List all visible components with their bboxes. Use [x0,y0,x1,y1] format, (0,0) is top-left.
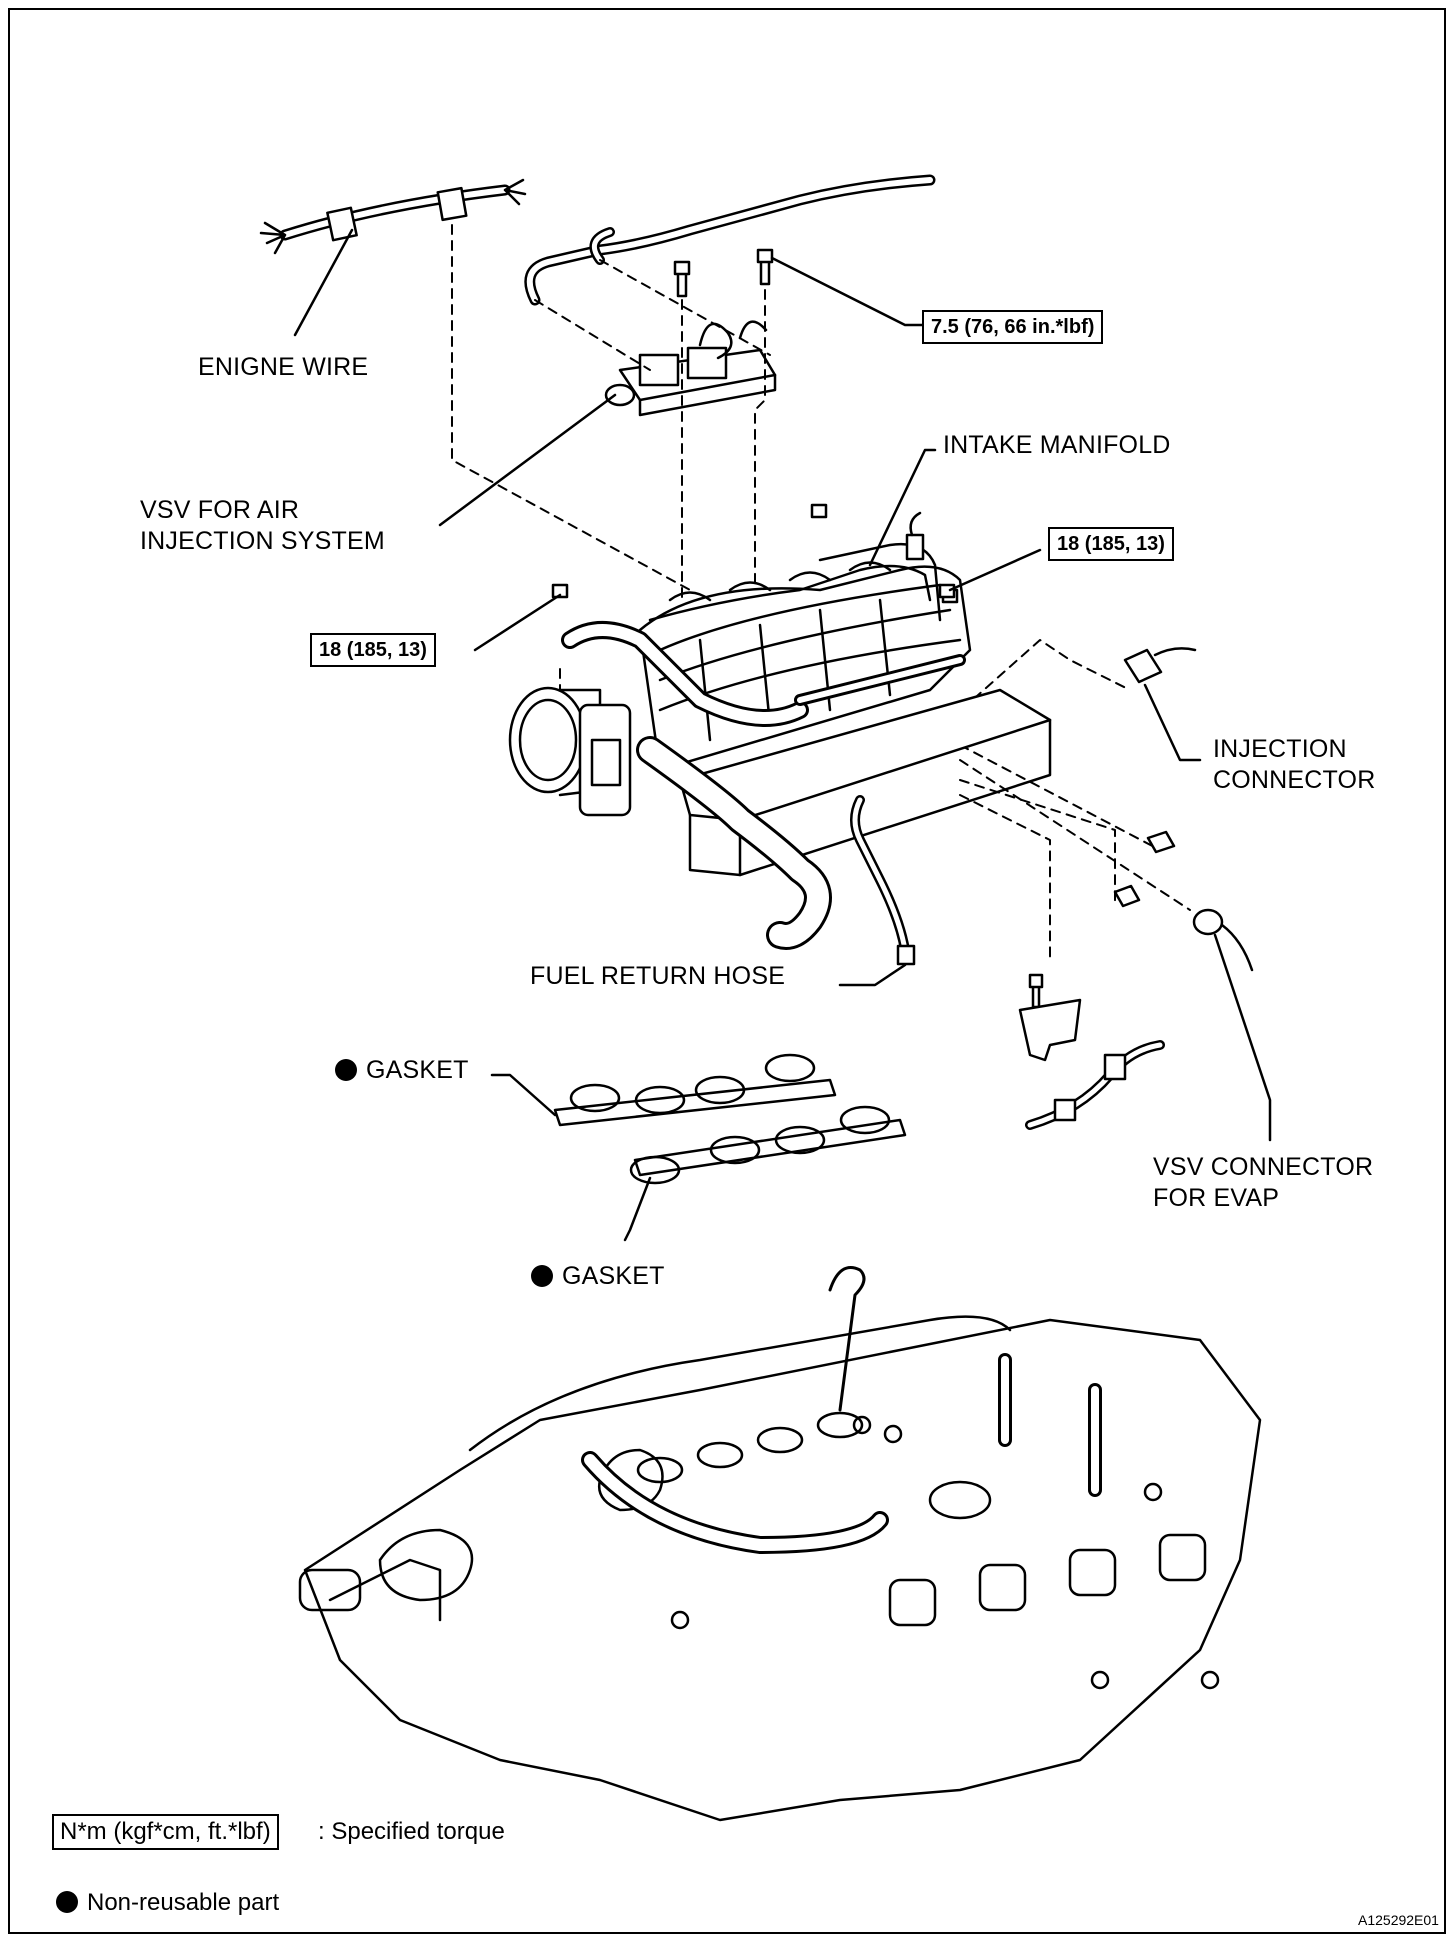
legend-torque-description: : Specified torque [318,1818,505,1845]
vsv-air-leader [438,393,617,527]
diagram-frame [8,8,1446,1934]
vsv-evap-label-line2: FOR EVAP [1153,1184,1280,1212]
manifold-right-torque-box: 18 (185, 13) [1048,527,1174,561]
non-reusable-dot-icon [531,1265,553,1287]
intake-manifold [508,503,1052,950]
upper-gasket-label: GASKET [335,1054,469,1086]
vsv-bolt-leader [770,256,924,327]
legend-torque-unit-box: N*m (kgf*cm, ft.*lbf) [52,1814,279,1850]
upper-gasket-leader [490,1073,557,1117]
non-reusable-dot-icon [56,1891,78,1913]
injection-connector-label-line2: CONNECTOR [1213,766,1376,794]
manifold-left-torque-box: 18 (185, 13) [310,633,436,667]
gasket-set [553,1053,907,1185]
alignment-lines [451,224,1191,961]
intake-manifold-leader [868,448,937,567]
small-connectors [1113,830,1176,908]
fuel-return-hose-label: FUEL RETURN HOSE [530,962,786,990]
vsv-bolts [673,248,774,298]
vsv-bolt-torque-box: 7.5 (76, 66 in.*lbf) [922,310,1104,344]
vsv-air-label-line2: INJECTION SYSTEM [140,527,385,555]
fuel-return-hose [850,795,916,966]
engine-wire-leader [293,228,354,337]
lower-gasket-label: GASKET [531,1260,665,1292]
injection-connector-label-line1: INJECTION [1213,735,1347,763]
engine-wire-label: ENIGNE WIRE [198,353,369,381]
fuel-return-leader [838,963,907,987]
vsv-evap-connector [1018,908,1254,1130]
injection-connector-leader [1143,683,1202,762]
vsv-air-label-line1: VSV FOR AIR [140,496,300,524]
vsv-evap-leader [1213,933,1272,1142]
non-reusable-dot-icon [335,1059,357,1081]
right-nut-leader [948,548,1042,592]
left-nut-leader [473,593,562,652]
engine-block [298,1266,1262,1822]
figure-code: A125292E01 [1358,1912,1439,1928]
injection-connector [1123,647,1197,684]
engine-wire-harness [259,178,527,255]
intake-manifold-label: INTAKE MANIFOLD [943,431,1171,459]
vsv-air-injection-assembly [524,174,936,417]
vsv-evap-label-line1: VSV CONNECTOR [1153,1153,1374,1181]
legend-non-reusable: Non-reusable part [56,1888,279,1918]
lower-gasket-leader [623,1176,652,1242]
